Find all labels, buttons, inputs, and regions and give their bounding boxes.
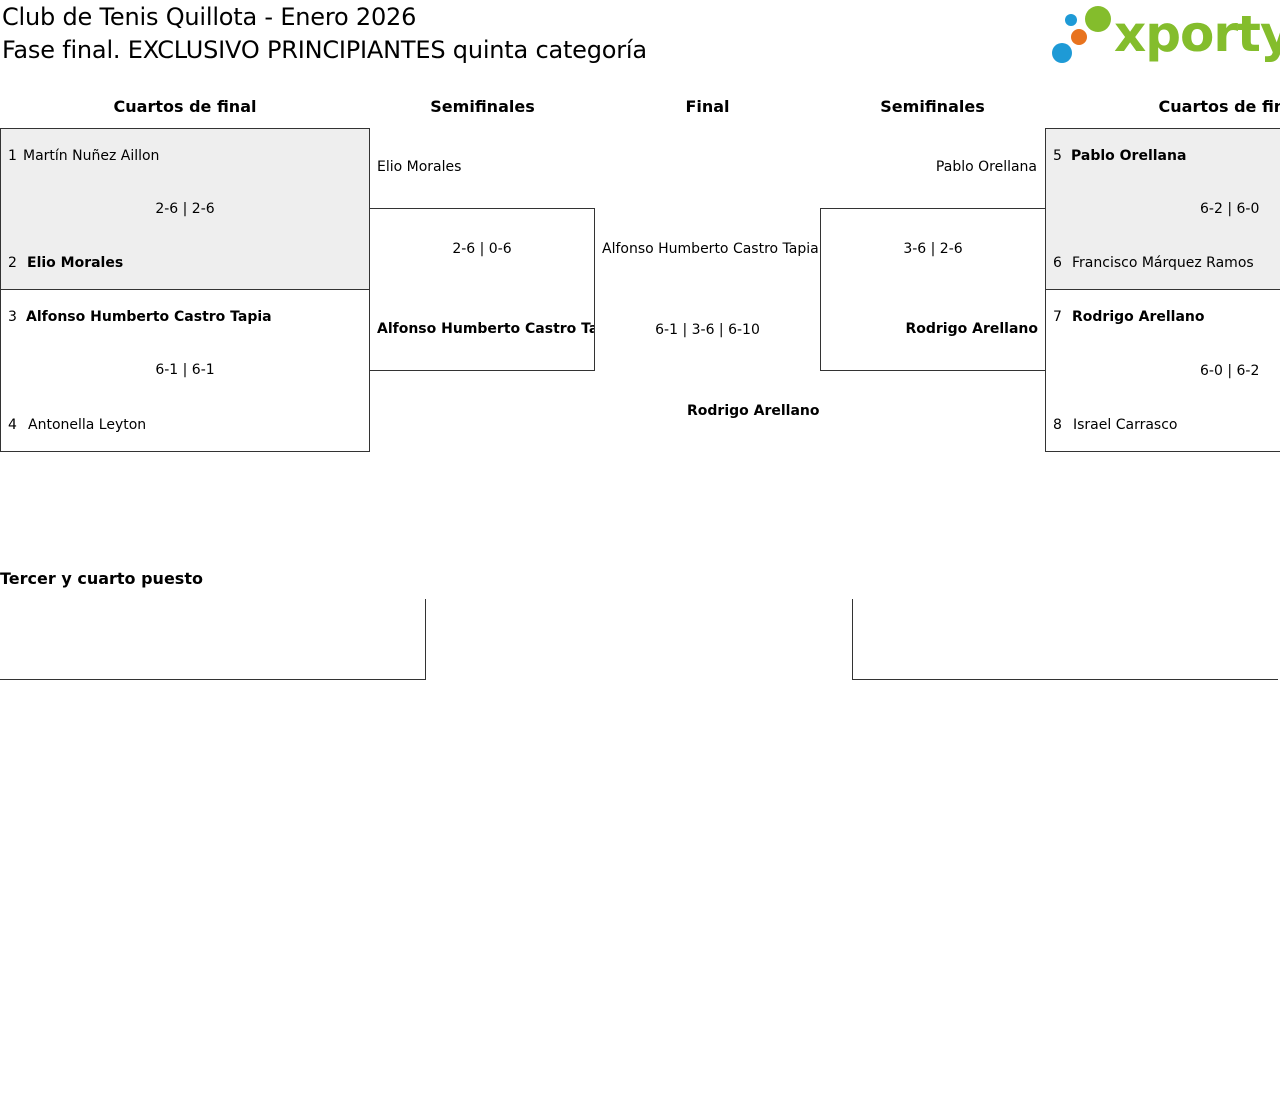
player-name: Elio Morales	[377, 159, 462, 175]
match-right-qf-1: 5 Pablo Orellana 6-2 | 6-0 6 Francisco M…	[1045, 128, 1280, 290]
match-left-qf-1: 1 Martín Nuñez Aillon 2-6 | 2-6 2 Elio M…	[0, 128, 370, 290]
match-left-qf-2: 3 Alfonso Humberto Castro Tapia 6-1 | 6-…	[0, 289, 370, 452]
logo-dot-blue	[1052, 43, 1072, 63]
player-name: Alfonso Humberto Castro Tapia	[602, 241, 819, 257]
logo-dot-blue-small	[1065, 14, 1077, 26]
match-right-qf-2: 7 Rodrigo Arellano 6-0 | 6-2 8 Israel Ca…	[1045, 289, 1280, 452]
round-header-right-sf: Semifinales	[880, 97, 985, 116]
player-name-winner: Alfonso Humberto Castro Tapia	[26, 309, 272, 325]
page-title: Club de Tenis Quillota - Enero 2026	[2, 3, 417, 31]
seed-number: 2	[8, 255, 17, 271]
match-score: 6-1 | 6-1	[155, 362, 215, 378]
match-score: 2-6 | 2-6	[155, 201, 215, 217]
seed-number: 1	[8, 148, 17, 164]
player-name: Israel Carrasco	[1073, 417, 1178, 433]
champion-name: Rodrigo Arellano	[687, 403, 820, 419]
player-name: Francisco Márquez Ramos	[1072, 255, 1254, 271]
logo-dot-green	[1085, 6, 1111, 32]
round-header-final: Final	[685, 97, 730, 116]
round-header-left-qf: Cuartos de final	[113, 97, 257, 116]
player-name-winner: Alfonso Humberto Castro Tapia	[377, 321, 594, 337]
seed-number: 5	[1053, 148, 1062, 164]
player-name-winner: Rodrigo Arellano	[905, 321, 1038, 337]
xporty-logo: xporty	[1050, 4, 1280, 66]
player-name: Martín Nuñez Aillon	[23, 148, 160, 164]
match-score: 2-6 | 0-6	[452, 241, 512, 257]
seed-number: 3	[8, 309, 17, 325]
logo-dot-orange	[1071, 29, 1087, 45]
round-header-left-sf: Semifinales	[430, 97, 535, 116]
final-score: 6-1 | 3-6 | 6-10	[655, 322, 760, 338]
match-score: 6-2 | 6-0	[1200, 201, 1260, 217]
third-place-right-slot	[852, 679, 1278, 680]
third-place-left-divider	[425, 599, 426, 680]
seed-number: 6	[1053, 255, 1062, 271]
player-name-winner: Rodrigo Arellano	[1072, 309, 1205, 325]
player-name: Pablo Orellana	[935, 159, 1037, 175]
player-name: Antonella Leyton	[28, 417, 147, 433]
round-header-right-qf: Cuartos de final	[1158, 97, 1280, 116]
match-score: 3-6 | 2-6	[903, 241, 963, 257]
player-name-winner: Elio Morales	[27, 255, 124, 271]
third-place-title: Tercer y cuarto puesto	[0, 569, 203, 588]
seed-number: 8	[1053, 417, 1062, 433]
third-place-left-slot	[0, 679, 426, 680]
final-finalist-cell: Alfonso Humberto Castro Tapia	[595, 230, 820, 270]
match-score: 6-0 | 6-2	[1200, 363, 1260, 379]
third-place-right-divider	[852, 599, 853, 680]
match-right-sf: 3-6 | 2-6 Rodrigo Arellano	[820, 208, 1046, 371]
seed-number: 4	[8, 417, 17, 433]
seed-number: 7	[1053, 309, 1062, 325]
match-left-sf: 2-6 | 0-6 Alfonso Humberto Castro Tapia	[369, 208, 595, 371]
page-subtitle: Fase final. EXCLUSIVO PRINCIPIANTES quin…	[2, 36, 647, 64]
logo-wordmark: xporty	[1114, 5, 1280, 63]
player-name-winner: Pablo Orellana	[1071, 148, 1187, 164]
